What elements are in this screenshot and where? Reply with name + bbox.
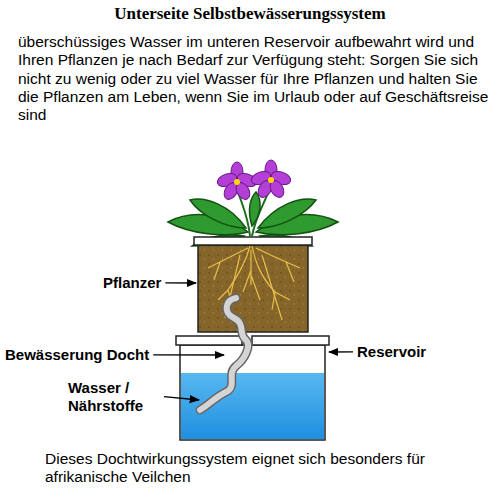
plant-leaves <box>168 192 338 246</box>
leader-arrow <box>329 351 353 352</box>
planter-soil <box>198 245 308 332</box>
leader-arrow <box>165 282 196 283</box>
flower-center <box>268 177 274 183</box>
part-label: Reservoir <box>357 343 426 361</box>
part-label: Wasser / Nährstoffe <box>68 379 160 414</box>
reservoir-lid <box>252 336 329 345</box>
planter-rim <box>194 237 312 245</box>
title: Unterseite Selbstbewässerungssystem <box>0 4 500 24</box>
plant-roots <box>208 246 300 320</box>
part-label: Pflanzer <box>103 274 161 292</box>
leader-arrow <box>164 397 199 400</box>
leader-arrow <box>153 354 224 355</box>
wick <box>200 298 248 410</box>
flower-center <box>234 179 240 185</box>
wick-outline <box>200 298 248 410</box>
reservoir-lid <box>176 336 242 345</box>
intro-text: überschüssiges Wasser im unteren Reservo… <box>18 33 490 124</box>
reservoir-body <box>180 345 325 440</box>
part-label: Bewässerung Docht <box>5 346 149 364</box>
violet-flowers <box>216 160 293 202</box>
caption: Dieses Dochtwirkungssystem eignet sich b… <box>45 450 485 487</box>
